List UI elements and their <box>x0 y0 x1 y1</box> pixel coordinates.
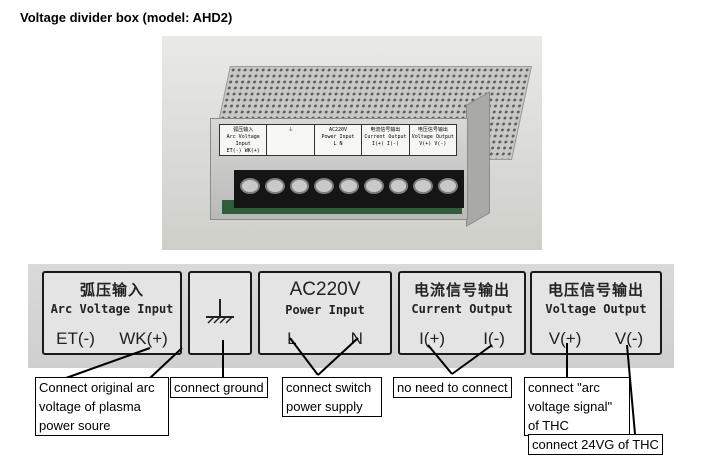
current-zh: 电流信号输出 <box>413 281 510 299</box>
voltage-en: Voltage Output <box>545 302 647 316</box>
pin-wk: WK(+) <box>119 329 168 348</box>
arc-voltage-input-section: 弧压输入 Arc Voltage Input ET(-) WK(+) <box>42 271 182 355</box>
page-title: Voltage divider box (model: AHD2) <box>20 10 233 25</box>
ground-section <box>188 271 252 355</box>
pin-v-plus: V(+) <box>548 329 582 348</box>
callout-v-plus: connect "arc voltage signal" of THC <box>524 377 630 436</box>
voltage-output-section: 电压信号输出 Voltage Output V(+) V(-) <box>530 271 662 355</box>
pin-l: L <box>287 329 297 348</box>
ground-icon <box>206 299 234 324</box>
callout-current: no need to connect <box>393 377 512 398</box>
pin-v-minus: V(-) <box>614 329 644 348</box>
callout-v-minus: connect 24VG of THC <box>528 434 663 455</box>
callout-ground: connect ground <box>170 377 268 398</box>
power-title: AC220V <box>289 279 361 300</box>
callout-power: connect switch power supply <box>282 377 382 417</box>
voltage-zh: 电压信号输出 <box>547 281 644 299</box>
current-en: Current Output <box>411 302 513 316</box>
callout-arc-input: Connect original arc voltage of plasma p… <box>35 377 169 436</box>
pin-i-plus: I(+) <box>419 329 446 348</box>
current-output-section: 电流信号输出 Current Output I(+) I(-) <box>398 271 526 355</box>
arc-input-zh: 弧压输入 <box>79 281 144 299</box>
pin-i-minus: I(-) <box>483 329 505 348</box>
power-en: Power Input <box>285 303 365 317</box>
arc-input-en: Arc Voltage Input <box>50 302 174 316</box>
pin-et: ET(-) <box>56 329 95 348</box>
terminal-block <box>234 170 464 208</box>
